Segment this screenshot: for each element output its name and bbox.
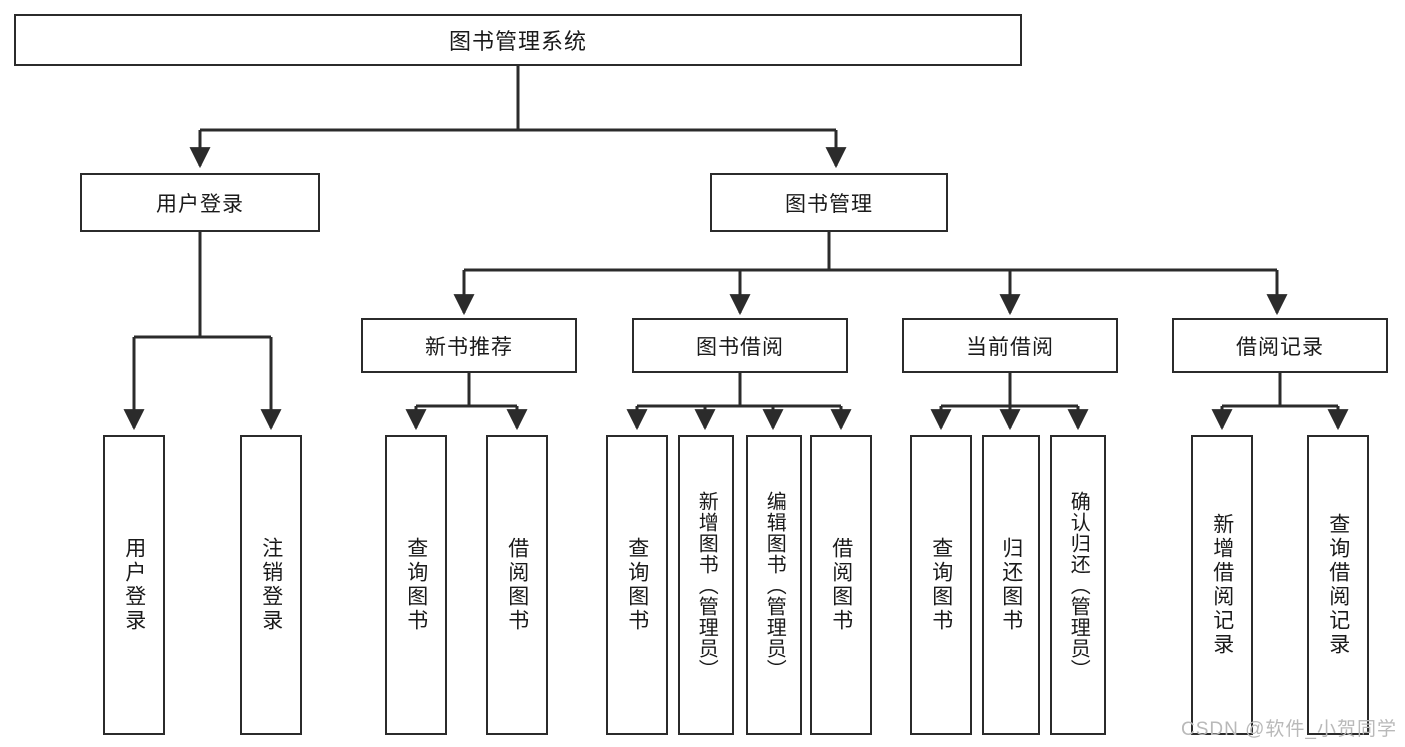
leaf-label: 借阅图书: [829, 537, 853, 633]
leaf-label: 编辑图书（管理员）: [763, 490, 786, 680]
node-label: 图书管理: [785, 192, 873, 216]
leaf-label: 查询借阅记录: [1326, 513, 1350, 657]
leaf-user-login[interactable]: 用户登录: [103, 435, 165, 735]
leaf-edit-book-admin[interactable]: 编辑图书（管理员）: [746, 435, 802, 735]
node-current-borrow[interactable]: 当前借阅: [902, 318, 1118, 373]
leaf-return-book[interactable]: 归还图书: [982, 435, 1040, 735]
leaf-label: 借阅图书: [505, 537, 529, 633]
leaf-query-book-recommend[interactable]: 查询图书: [385, 435, 447, 735]
leaf-add-borrow-record[interactable]: 新增借阅记录: [1191, 435, 1253, 735]
node-borrow-record[interactable]: 借阅记录: [1172, 318, 1388, 373]
node-root-book-management-system[interactable]: 图书管理系统: [14, 14, 1022, 66]
leaf-label: 查询图书: [929, 537, 953, 633]
leaf-query-book-current[interactable]: 查询图书: [910, 435, 972, 735]
leaf-label: 归还图书: [999, 537, 1023, 633]
leaf-confirm-return-admin[interactable]: 确认归还（管理员）: [1050, 435, 1106, 735]
node-label: 图书借阅: [696, 335, 784, 359]
leaf-user-logout[interactable]: 注销登录: [240, 435, 302, 735]
node-label: 当前借阅: [966, 335, 1054, 359]
leaf-label: 用户登录: [122, 537, 146, 633]
leaf-label: 注销登录: [259, 537, 283, 633]
node-book-borrow[interactable]: 图书借阅: [632, 318, 848, 373]
node-label: 新书推荐: [425, 335, 513, 359]
node-user-login[interactable]: 用户登录: [80, 173, 320, 232]
leaf-borrow-book[interactable]: 借阅图书: [810, 435, 872, 735]
leaf-label: 查询图书: [625, 537, 649, 633]
leaf-label: 新增图书（管理员）: [695, 490, 718, 680]
node-book-management[interactable]: 图书管理: [710, 173, 948, 232]
leaf-borrow-book-recommend[interactable]: 借阅图书: [486, 435, 548, 735]
leaf-label: 新增借阅记录: [1210, 513, 1234, 657]
node-new-book-recommend[interactable]: 新书推荐: [361, 318, 577, 373]
leaf-add-book-admin[interactable]: 新增图书（管理员）: [678, 435, 734, 735]
leaf-query-book-borrow[interactable]: 查询图书: [606, 435, 668, 735]
leaf-label: 确认归还（管理员）: [1067, 490, 1090, 680]
node-label: 用户登录: [156, 192, 244, 216]
leaf-label: 查询图书: [404, 537, 428, 633]
node-label: 图书管理系统: [448, 29, 587, 54]
leaf-query-borrow-record[interactable]: 查询借阅记录: [1307, 435, 1369, 735]
node-label: 借阅记录: [1236, 335, 1324, 359]
